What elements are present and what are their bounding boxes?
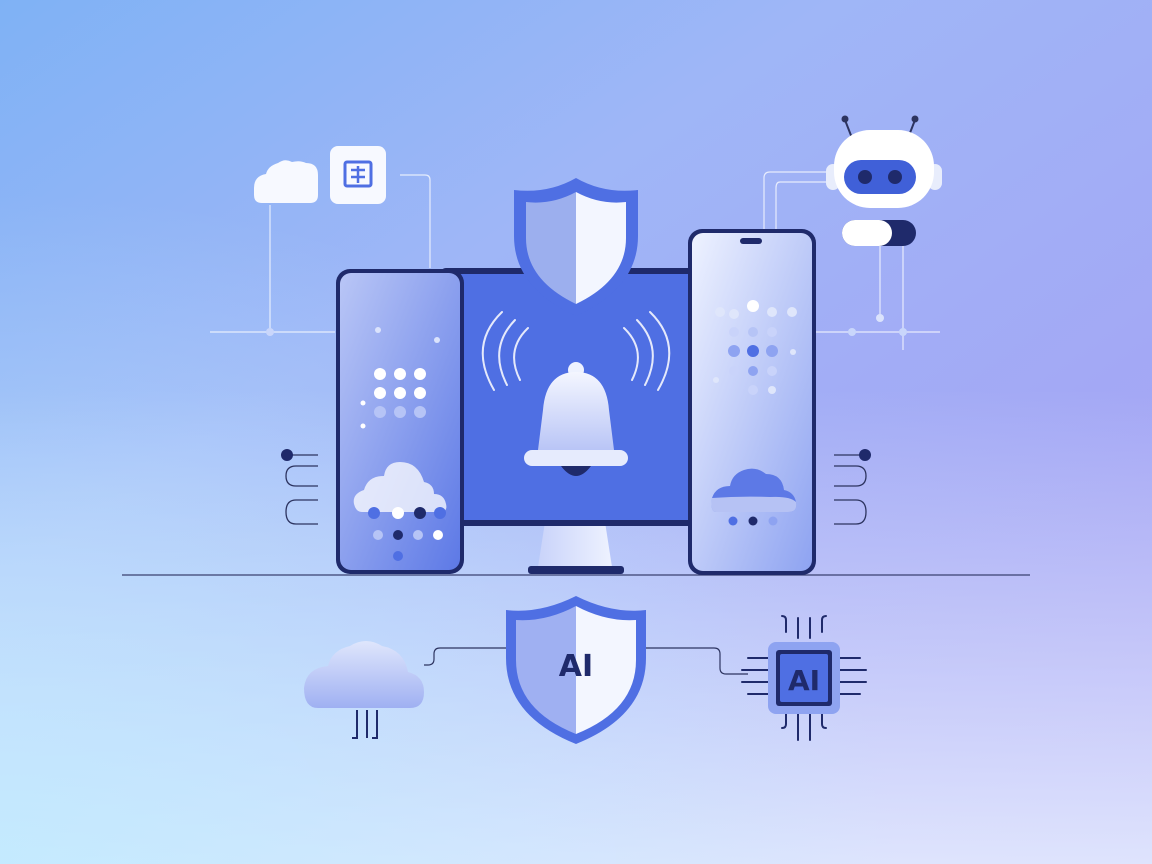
monitor (440, 268, 700, 574)
robot-icon (826, 115, 942, 246)
ai-shield-badge: AI (506, 596, 646, 744)
document-icon (330, 146, 386, 204)
node-dot (876, 314, 884, 322)
node-dot (266, 328, 274, 336)
left-tablet (336, 269, 464, 574)
node-dot (281, 449, 293, 461)
node-dot (899, 328, 907, 336)
shield-icon (514, 178, 638, 316)
shield-ai-label: AI (559, 649, 593, 684)
cloud-icon (304, 641, 424, 739)
node-dot (859, 449, 871, 461)
cable-connector-right (834, 454, 867, 525)
cable-connector-left (285, 454, 318, 525)
bell-icon (524, 362, 628, 476)
chip-icon: AI (741, 615, 867, 741)
cloud-icon (254, 160, 318, 203)
node-dot (848, 328, 856, 336)
right-phone (688, 229, 816, 575)
connector-lines-bottom (424, 647, 748, 675)
chip-ai-label: AI (788, 664, 820, 697)
